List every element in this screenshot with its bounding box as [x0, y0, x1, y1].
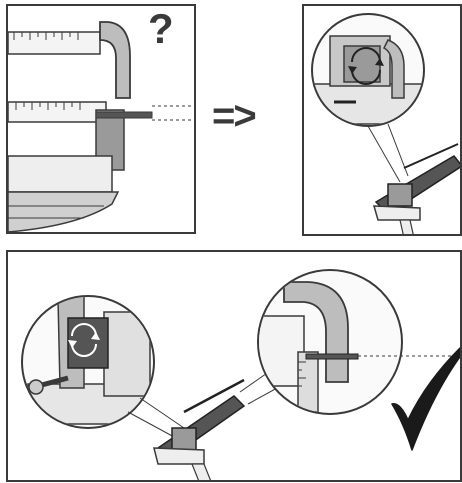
- caliper-closeup-drawing: [8, 21, 194, 232]
- adjustment-detail-drawing: [311, 13, 460, 234]
- panel-problem: [6, 4, 196, 234]
- stadiometer-head: [153, 378, 246, 480]
- stadiometer-head-small: [372, 143, 460, 234]
- implies-arrow-icon: =>: [212, 94, 257, 138]
- question-mark-icon: ?: [148, 5, 174, 52]
- checkmark-icon: [391, 347, 460, 451]
- solution-drawing: [21, 269, 460, 480]
- panel-adjustment: [302, 4, 462, 236]
- panel-solution: [6, 250, 462, 482]
